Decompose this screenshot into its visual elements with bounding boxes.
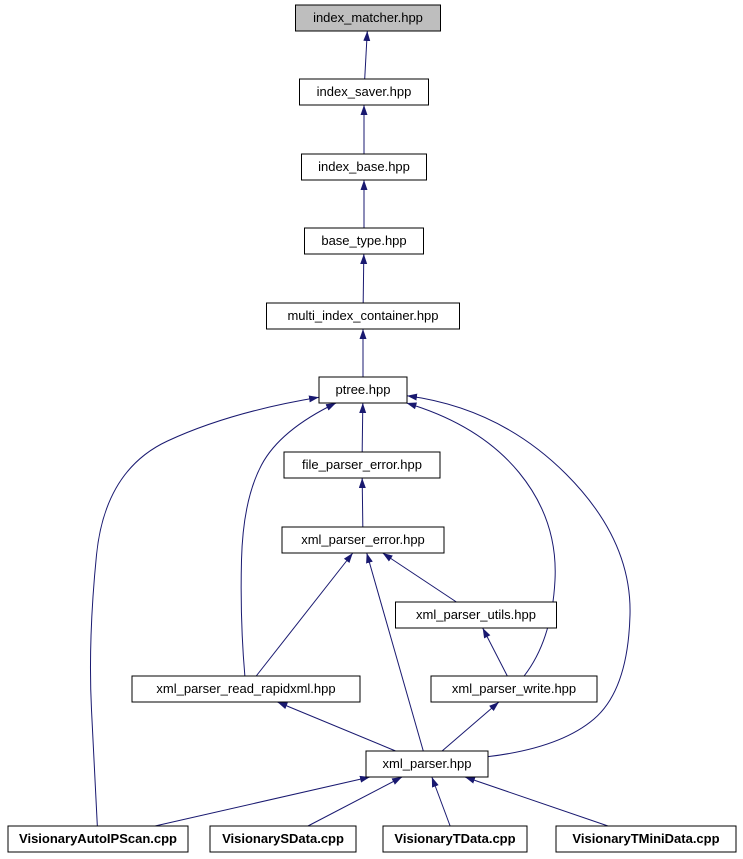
graph-node-xml_parser_write[interactable]: xml_parser_write.hpp — [430, 675, 598, 703]
graph-node-ptree[interactable]: ptree.hpp — [318, 376, 408, 404]
graph-node-box-VisionaryAutoIPScan[interactable] — [7, 825, 189, 853]
graph-node-box-VisionaryTData[interactable] — [382, 825, 528, 853]
edge-VisionaryTData-to-xml_parser — [431, 776, 451, 827]
graph-node-VisionaryTMiniData[interactable]: VisionaryTMiniData.cpp — [555, 825, 737, 853]
edges-layer — [89, 30, 631, 827]
graph-node-label-ptree: ptree.hpp — [336, 382, 391, 397]
graph-node-box-xml_parser_utils[interactable] — [395, 601, 557, 629]
graph-node-VisionaryAutoIPScan[interactable]: VisionaryAutoIPScan.cpp — [7, 825, 189, 853]
edge-xml_parser_write-to-xml_parser_utils — [482, 627, 508, 677]
edge-multi_index_container-to-base_type — [360, 253, 368, 304]
edge-file_parser_error-to-ptree — [359, 402, 367, 453]
graph-node-box-index_matcher[interactable] — [295, 4, 441, 32]
graph-node-label-xml_parser: xml_parser.hpp — [383, 756, 472, 771]
graph-node-box-xml_parser[interactable] — [365, 750, 489, 778]
graph-node-base_type[interactable]: base_type.hpp — [304, 227, 424, 255]
edge-VisionaryAutoIPScan-to-xml_parser — [154, 775, 371, 827]
graph-node-label-xml_parser_read_rapidxml: xml_parser_read_rapidxml.hpp — [156, 681, 335, 696]
graph-node-box-index_base[interactable] — [301, 153, 427, 181]
edge-xml_parser_error-to-file_parser_error — [358, 477, 366, 528]
edge-xml_parser-to-xml_parser_error — [366, 552, 424, 752]
edge-xml_parser_read_rapidxml-to-xml_parser_error — [255, 552, 354, 677]
edge-index_saver-to-index_matcher — [363, 30, 371, 80]
graph-node-label-index_saver: index_saver.hpp — [317, 84, 412, 99]
edge-xml_parser_write-to-ptree — [406, 402, 556, 677]
edge-xml_parser-to-xml_parser_read_rapidxml — [277, 701, 396, 752]
edge-VisionaryAutoIPScan-to-ptree — [89, 395, 320, 827]
edge-xml_parser_utils-to-xml_parser_error — [382, 552, 457, 603]
graph-node-index_saver[interactable]: index_saver.hpp — [299, 78, 429, 106]
graph-node-xml_parser_utils[interactable]: xml_parser_utils.hpp — [395, 601, 557, 629]
graph-node-label-VisionaryTData: VisionaryTData.cpp — [394, 831, 515, 846]
graph-node-label-base_type: base_type.hpp — [321, 233, 406, 248]
graph-node-box-VisionarySData[interactable] — [209, 825, 357, 853]
graph-node-index_base[interactable]: index_base.hpp — [301, 153, 427, 181]
graph-node-box-index_saver[interactable] — [299, 78, 429, 106]
graph-node-label-file_parser_error: file_parser_error.hpp — [302, 457, 422, 472]
graph-node-box-base_type[interactable] — [304, 227, 424, 255]
graph-node-label-index_matcher: index_matcher.hpp — [313, 10, 423, 25]
graph-node-label-multi_index_container: multi_index_container.hpp — [287, 308, 438, 323]
edge-xml_parser-to-xml_parser_write — [441, 701, 500, 752]
edge-VisionarySData-to-xml_parser — [307, 776, 403, 827]
graph-node-box-multi_index_container[interactable] — [266, 302, 460, 330]
graph-node-label-VisionarySData: VisionarySData.cpp — [222, 831, 344, 846]
graph-node-box-xml_parser_error[interactable] — [281, 526, 445, 554]
graph-node-label-xml_parser_error: xml_parser_error.hpp — [301, 532, 425, 547]
graph-node-label-VisionaryAutoIPScan: VisionaryAutoIPScan.cpp — [19, 831, 177, 846]
graph-node-label-index_base: index_base.hpp — [318, 159, 410, 174]
graph-node-xml_parser_error[interactable]: xml_parser_error.hpp — [281, 526, 445, 554]
edge-xml_parser-to-ptree — [406, 393, 631, 758]
graph-node-box-VisionaryTMiniData[interactable] — [555, 825, 737, 853]
graph-node-VisionaryTData[interactable]: VisionaryTData.cpp — [382, 825, 528, 853]
graph-node-file_parser_error[interactable]: file_parser_error.hpp — [283, 451, 441, 479]
graph-node-VisionarySData[interactable]: VisionarySData.cpp — [209, 825, 357, 853]
nodes-layer: index_matcher.hpp index_saver.hpp index_ba… — [7, 4, 737, 853]
graph-node-multi_index_container[interactable]: multi_index_container.hpp — [266, 302, 460, 330]
graph-node-label-VisionaryTMiniData: VisionaryTMiniData.cpp — [572, 831, 719, 846]
graph-node-xml_parser[interactable]: xml_parser.hpp — [365, 750, 489, 778]
edge-xml_parser_read_rapidxml-to-ptree — [240, 402, 337, 677]
graph-node-box-ptree[interactable] — [318, 376, 408, 404]
edge-VisionaryTMiniData-to-xml_parser — [464, 776, 609, 827]
graph-node-label-xml_parser_write: xml_parser_write.hpp — [452, 681, 576, 696]
graph-node-xml_parser_read_rapidxml[interactable]: xml_parser_read_rapidxml.hpp — [131, 675, 361, 703]
graph-node-label-xml_parser_utils: xml_parser_utils.hpp — [416, 607, 536, 622]
graph-node-box-xml_parser_write[interactable] — [430, 675, 598, 703]
graph-node-box-xml_parser_read_rapidxml[interactable] — [131, 675, 361, 703]
graph-node-box-file_parser_error[interactable] — [283, 451, 441, 479]
graph-node-index_matcher[interactable]: index_matcher.hpp — [295, 4, 441, 32]
